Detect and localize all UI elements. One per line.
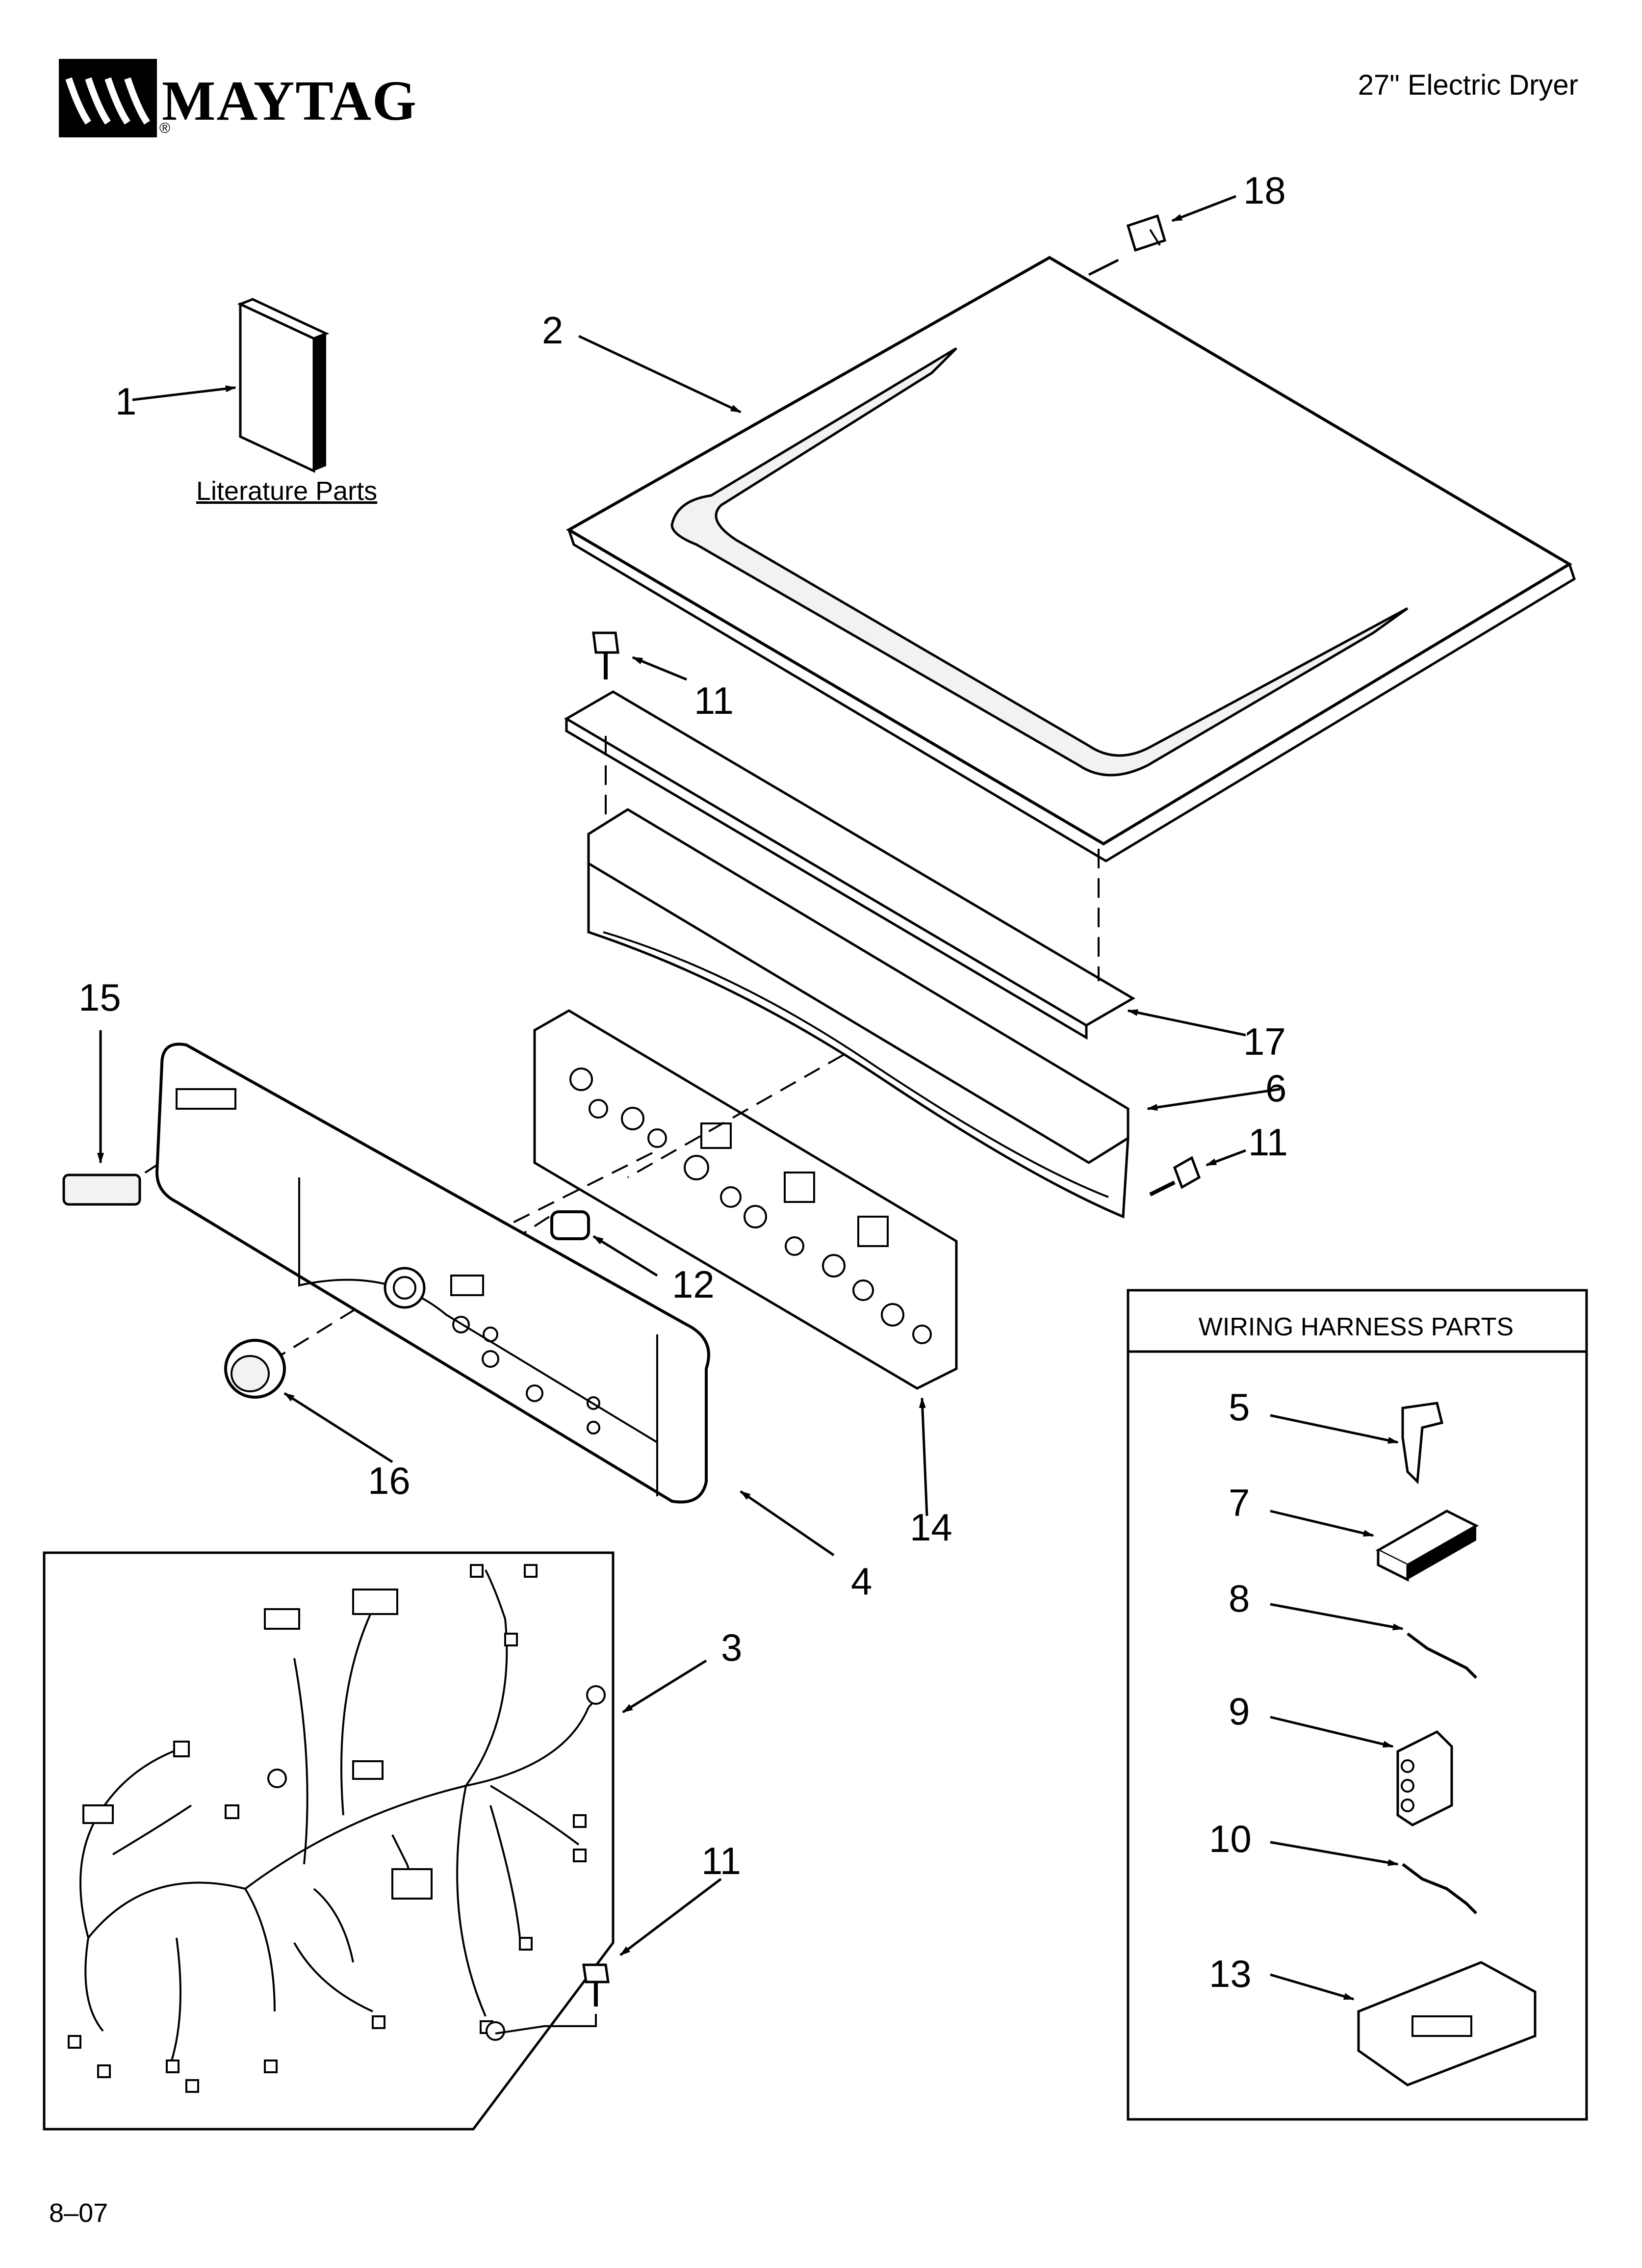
callout-8: 8: [1229, 1577, 1250, 1620]
wiring-harness-parts-box: [1127, 1289, 1588, 2121]
callout-12: 12: [672, 1263, 715, 1306]
callout-7: 7: [1229, 1481, 1250, 1524]
callout-14: 14: [910, 1506, 952, 1549]
callout-18: 18: [1243, 169, 1286, 212]
part-2-top-panel: [565, 256, 1576, 862]
part-11-screw-bottom: [495, 1878, 722, 2034]
wiring-harness-title: WIRING HARNESS PARTS: [1198, 1313, 1514, 1341]
literature-parts-label: Literature Parts: [196, 476, 378, 506]
registered-mark: ®: [159, 120, 171, 136]
callout-16: 16: [368, 1459, 410, 1502]
maytag-logo-mark: [59, 59, 157, 137]
callout-11-bottom: 11: [701, 1839, 741, 1882]
part-12-lens: [550, 1210, 658, 1277]
part-3-wiring-harness: [43, 1551, 707, 2131]
part-18-screw: [1088, 195, 1236, 276]
callout-11-top: 11: [694, 679, 734, 722]
callout-10: 10: [1209, 1817, 1252, 1860]
callout-9: 9: [1229, 1690, 1250, 1733]
part-11-screw-top: [592, 631, 687, 681]
part-15-badge: [62, 1030, 141, 1206]
footer-code: 8–07: [49, 2198, 108, 2228]
callout-3: 3: [721, 1626, 742, 1669]
callout-4: 4: [851, 1560, 872, 1603]
callout-11-right: 11: [1248, 1121, 1288, 1164]
brand-name: MAYTAG: [162, 70, 418, 132]
part-17-bracket: [564, 690, 1246, 1040]
part-11-screw-right: [1149, 1149, 1246, 1197]
callout-17: 17: [1243, 1020, 1286, 1063]
callout-1: 1: [115, 380, 136, 423]
callout-13: 13: [1209, 1952, 1252, 1995]
part-14-control-board: [533, 1009, 958, 1516]
part-6-console-frame: [587, 808, 1281, 1219]
callout-6: 6: [1265, 1067, 1286, 1110]
part-1-literature: [132, 298, 330, 473]
callout-15: 15: [78, 976, 121, 1019]
callout-2: 2: [542, 309, 563, 352]
part-4-console-panel: [155, 1043, 835, 1557]
page-title: 27" Electric Dryer: [1358, 69, 1578, 101]
part-16-knob: [224, 1339, 393, 1463]
callout-5: 5: [1229, 1385, 1250, 1429]
